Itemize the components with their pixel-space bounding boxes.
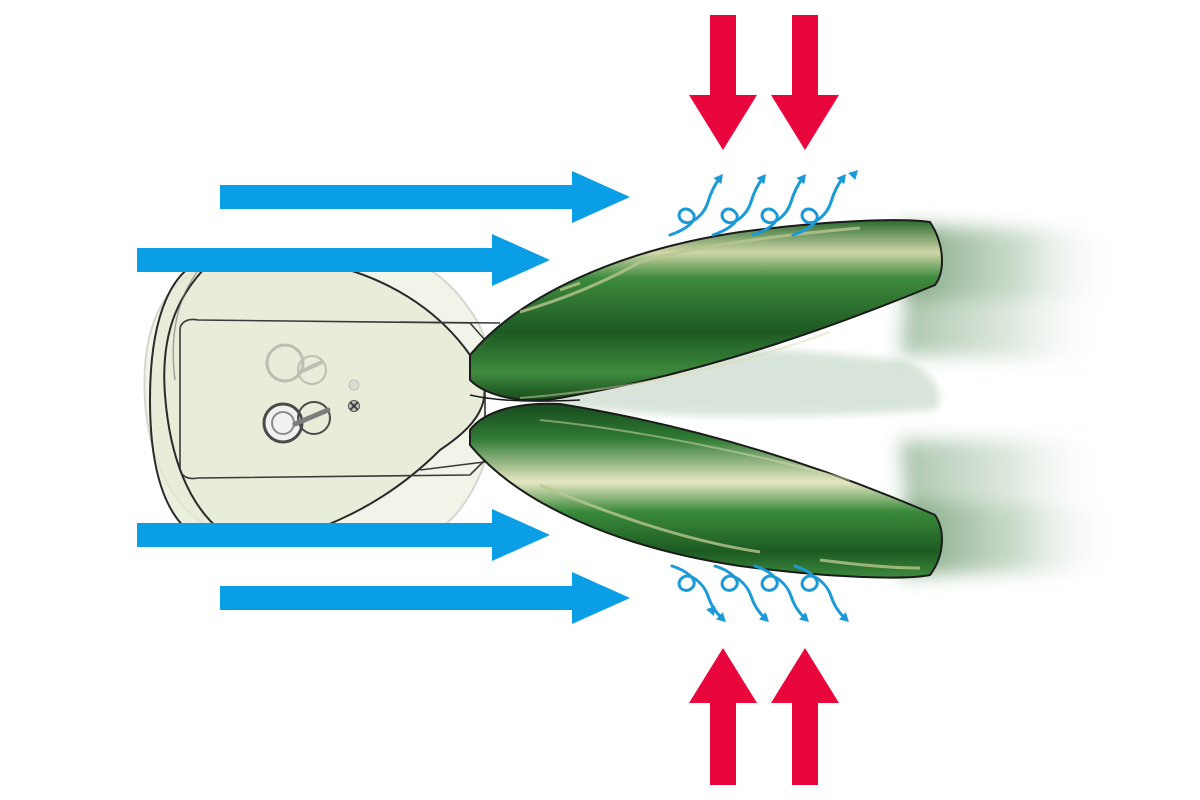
ghost-pivot-icon	[265, 343, 327, 385]
vortex-curl-bottom-2	[713, 564, 767, 620]
airflow-arrow-4	[220, 572, 630, 624]
cross-marker-icon	[348, 379, 360, 412]
pressure-arrow-1	[689, 15, 757, 150]
pressure-arrow-4	[771, 648, 839, 785]
insect-body-outline	[143, 254, 501, 547]
pressure-arrow-2	[771, 15, 839, 150]
vortex-curl-top-2	[711, 176, 765, 237]
vortex-arrowhead-extra-bottom	[706, 605, 716, 616]
vortex-arrowhead-top-4	[836, 174, 846, 185]
vortex-curl-bottom-1	[670, 564, 724, 620]
airflow-arrow-2	[137, 234, 550, 286]
vortex-arrowhead-bottom-1	[716, 612, 726, 622]
vortex-curl-top-1	[668, 176, 722, 237]
airflow-arrow-1	[220, 171, 630, 223]
vortex-arrowhead-extra-top	[848, 170, 858, 180]
wing-motion-blur	[900, 225, 1120, 575]
vortex-curl-bottom-3	[753, 564, 807, 620]
pivot-ring-icon	[262, 401, 331, 444]
airflow-arrow-3	[137, 509, 550, 561]
vortex-arrowhead-top-1	[713, 174, 723, 185]
pressure-arrow-3	[689, 648, 757, 785]
vortex-curl-top-3	[751, 176, 805, 237]
vortex-arrowhead-top-2	[756, 174, 766, 185]
vortex-curl-bottom-4	[793, 564, 847, 620]
vortex-curl-top-4	[791, 176, 845, 237]
upper-wing	[469, 219, 943, 402]
vortex-arrowhead-bottom-2	[759, 612, 769, 622]
vortex-arrowhead-top-3	[796, 174, 806, 185]
clap-and-fling-wing-pair	[469, 219, 943, 579]
vortex-arrowhead-bottom-4	[839, 612, 849, 622]
lower-wing	[469, 402, 943, 579]
vortex-curl-arrows	[668, 170, 858, 622]
horizontal-airflow-arrows	[137, 171, 630, 624]
vertical-compression-arrows	[689, 15, 839, 785]
vortex-arrowhead-bottom-3	[799, 612, 809, 622]
